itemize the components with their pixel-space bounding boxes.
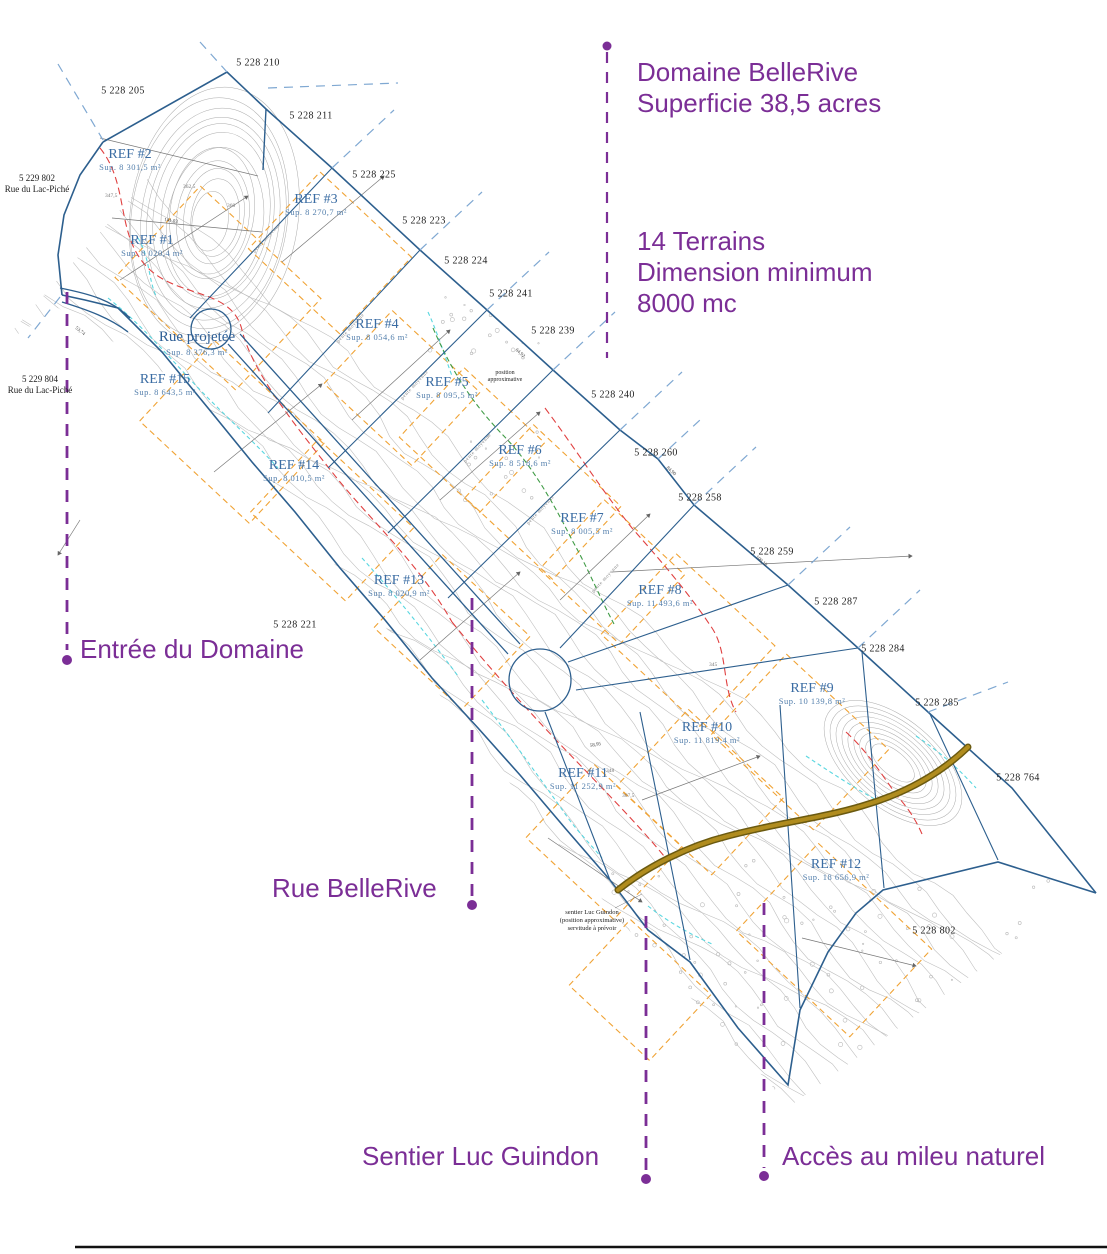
elevation-value: 348 — [606, 768, 615, 774]
slope-arrows — [57, 137, 917, 968]
parcel-number: 5 228 241 — [489, 288, 533, 300]
parcel-number: 5 228 221 — [273, 619, 317, 631]
parcel-number: 5 228 260 — [634, 447, 678, 459]
terrains-annotation: 14 Terrains Dimension minimum 8000 mc — [637, 226, 873, 318]
leader-dot-rue-bellerive — [467, 900, 477, 910]
parcel-number: 5 228 802 — [912, 925, 956, 937]
entree-annotation: Entrée du Domaine — [80, 634, 305, 664]
annotation-leaders — [62, 41, 769, 1184]
sentier-annotation: Sentier Luc Guindon — [362, 1141, 600, 1171]
vegetation-line — [432, 327, 615, 625]
extension-dashed-lines — [27, 41, 1009, 713]
acces-annotation: Accès au mileu naturel — [782, 1141, 1046, 1171]
terrain-speckles — [427, 285, 1058, 1106]
parcel-number: 5 228 764 — [996, 772, 1040, 784]
title-annotation: Domaine BelleRive Superficie 38,5 acres — [637, 57, 882, 118]
parcel-number: 5 228 210 — [236, 57, 280, 69]
building-envelopes — [114, 171, 933, 1062]
parcel-number: 5 228 239 — [531, 325, 575, 337]
elevation-value: 307,5 — [622, 793, 635, 799]
elevation-value: 345 — [709, 662, 718, 668]
leader-dot-sentier — [641, 1174, 651, 1184]
rue-bellerive-annotation: Rue BelleRive — [272, 873, 437, 903]
parcel-number: 5 228 223 — [402, 215, 446, 227]
parcel-number: 5 228 259 — [750, 546, 794, 558]
leader-dot-title — [602, 41, 612, 51]
parcel-number: 5 228 287 — [814, 596, 858, 608]
sentier-path — [614, 743, 972, 894]
leader-dot-acces — [759, 1171, 769, 1181]
parcel-number: 5 228 284 — [861, 643, 905, 655]
lot-boundaries — [57, 71, 1097, 1087]
parcel-number: 5 228 258 — [678, 492, 722, 504]
parcel-number: 5 228 240 — [591, 389, 635, 401]
parcel-number: 5 228 224 — [444, 255, 488, 267]
elevation-value: 347,5 — [105, 193, 118, 199]
leader-dot-entree — [62, 655, 72, 665]
elevation-value: 360 — [227, 203, 236, 209]
parcel-number: 5 228 211 — [289, 110, 333, 122]
elevation-value: 362,5 — [183, 184, 196, 190]
sentier-note: sentier Luc Guindon(position approximati… — [559, 909, 625, 932]
parcel-number: 5 228 225 — [352, 169, 396, 181]
parcel-number: 5 228 285 — [915, 697, 959, 709]
parcel-number: 5 228 205 — [101, 85, 145, 97]
stream-lines — [107, 237, 977, 945]
